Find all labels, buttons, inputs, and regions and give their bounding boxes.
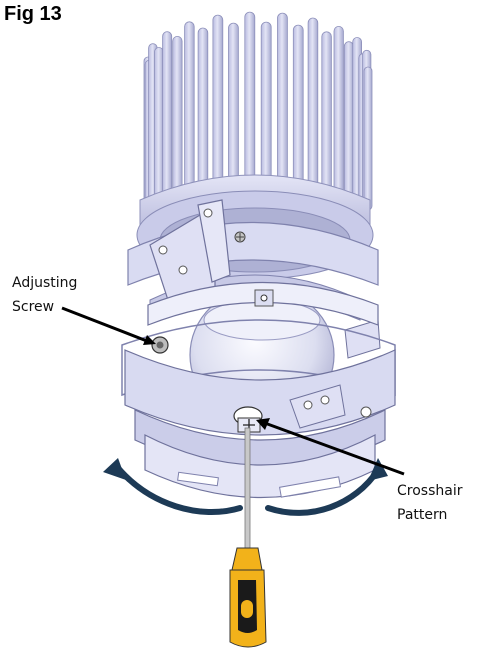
heatsink-fin [277,12,288,203]
heatsink-fin [333,25,344,205]
heatsink-fin [343,41,354,206]
heatsink-fin [363,66,373,211]
leader-lines [61,306,405,476]
arrowhead-left-icon [103,458,126,480]
heatsink-fin [184,21,195,205]
crosshair-pattern-label-line1: Crosshair [397,483,463,499]
heatsink-fin [307,17,319,204]
figure-title: Fig 13 [4,3,62,25]
heatsink-fin [154,47,164,208]
rotation-arrows [103,458,388,516]
heatsink-fin [212,14,224,203]
heatsink-fin [321,31,332,205]
adjusting-screw [151,336,169,354]
hinge-brackets [149,199,381,359]
heatsink-fin [244,11,256,203]
crosshair-pattern-label-line2: Pattern [397,507,448,523]
adjusting-screw-label-line1: Adjusting [12,275,78,291]
heatsink-fin [172,36,183,205]
heatsink-fins [143,11,373,211]
lower-ring-assembly [121,319,396,499]
heatsink-fin [197,27,209,204]
adjusting-screw-label-line2: Screw [12,299,55,315]
middle-support-ring [147,281,379,326]
screwdriver-icon [229,427,267,648]
heatsink-fin [162,31,173,206]
arrowhead-right-icon [368,458,388,481]
heatsink-fin [292,24,304,203]
